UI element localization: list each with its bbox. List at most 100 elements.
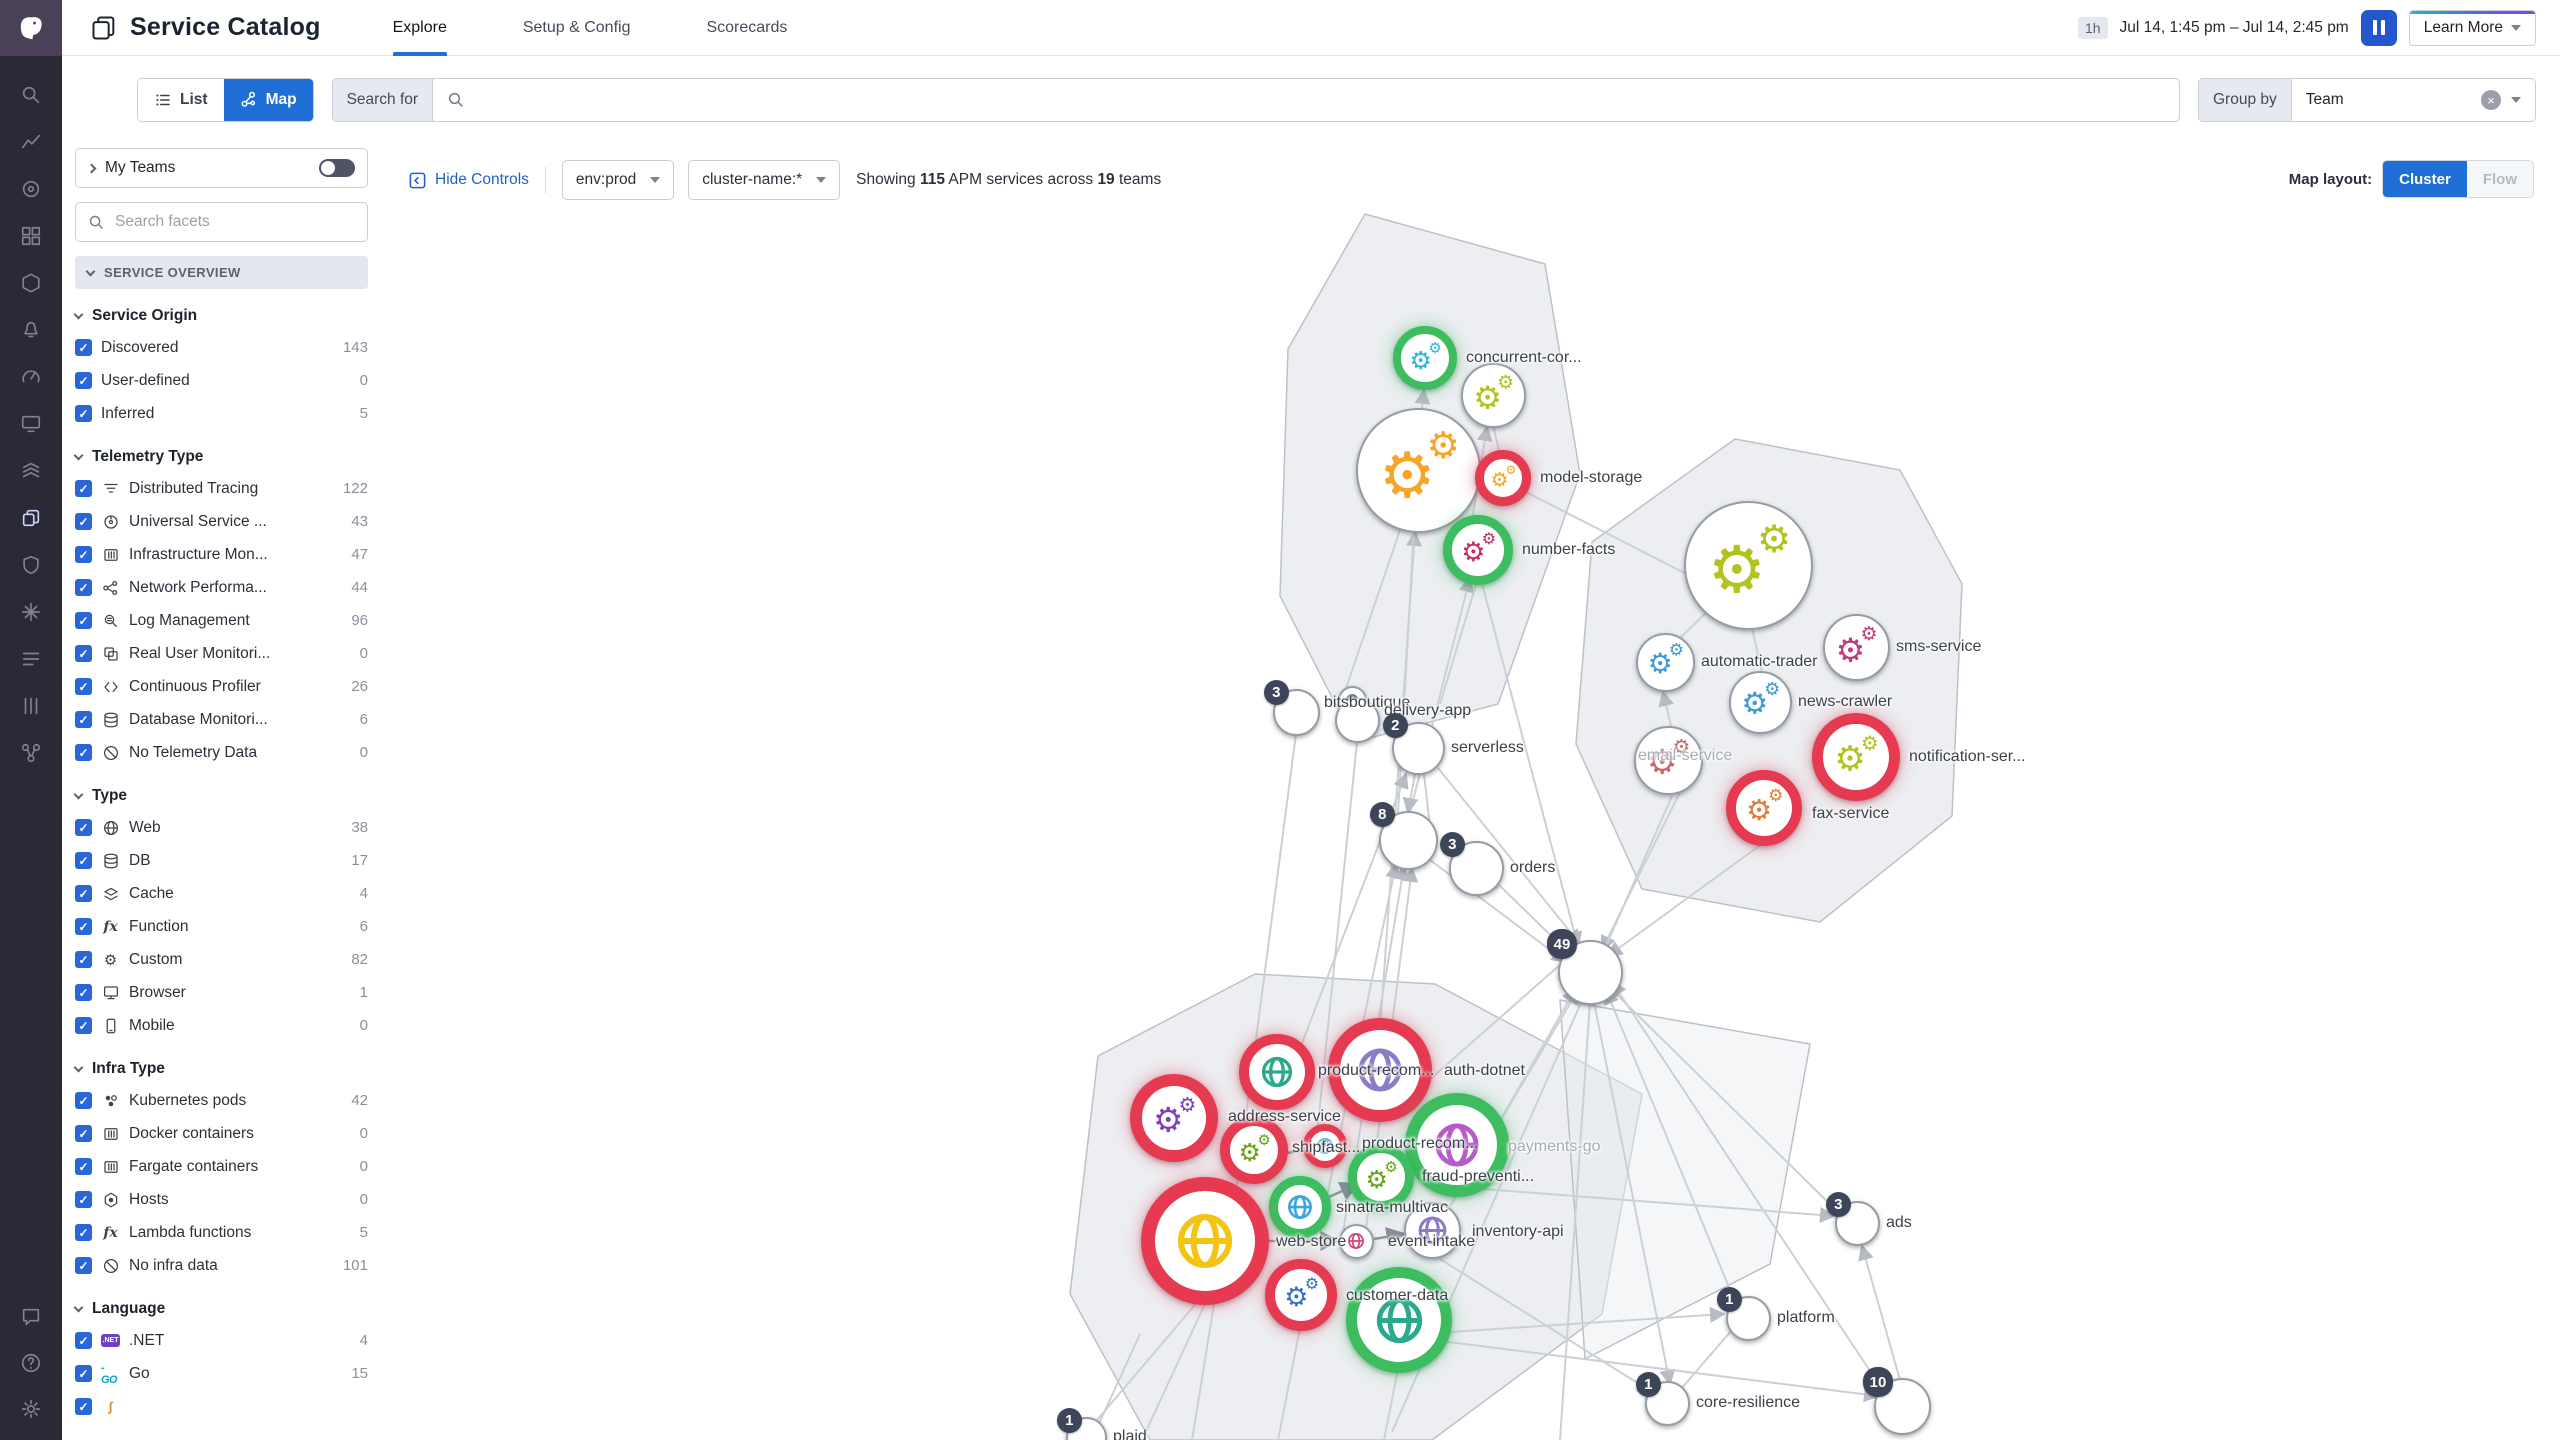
service-node-small-blue-globe[interactable]	[1303, 1124, 1347, 1168]
service-node-sinatra-multivac[interactable]	[1269, 1176, 1331, 1238]
service-node-model-storage[interactable]: ⚙⚙	[1475, 450, 1531, 506]
my-teams-toggle-box[interactable]: My Teams	[75, 148, 368, 188]
facet-section-title[interactable]: Service Origin	[73, 307, 368, 325]
pause-button[interactable]	[2360, 9, 2397, 46]
logs-icon[interactable]	[18, 646, 44, 672]
facet-row-network-performa-[interactable]: ✓Network Performa...44	[75, 571, 368, 604]
checkbox-checked[interactable]: ✓	[75, 513, 92, 530]
facet-section-title[interactable]: Language	[73, 1300, 368, 1318]
search-icon[interactable]	[18, 82, 44, 108]
checkbox-checked[interactable]: ✓	[75, 1257, 92, 1274]
view-list-button[interactable]: List	[138, 79, 224, 121]
service-node-notification-ser[interactable]: ⚙⚙	[1812, 713, 1900, 801]
checkbox-checked[interactable]: ✓	[75, 852, 92, 869]
checkbox-checked[interactable]: ✓	[75, 1158, 92, 1175]
software-delivery-icon[interactable]	[18, 458, 44, 484]
filter-select-cluster-name-[interactable]: cluster-name:*	[688, 160, 841, 200]
watchdog-icon[interactable]	[18, 176, 44, 202]
service-node-big-green-globe[interactable]	[1346, 1267, 1452, 1373]
checkbox-checked[interactable]: ✓	[75, 339, 92, 356]
service-node-automatic-trader[interactable]: ⚙⚙	[1635, 632, 1695, 692]
checkbox-checked[interactable]: ✓	[75, 1092, 92, 1109]
service-node-event-intake[interactable]	[1403, 1201, 1461, 1259]
service-node-shipfast[interactable]: ⚙⚙	[1220, 1116, 1288, 1184]
service-node-product-recom-1[interactable]	[1239, 1034, 1315, 1110]
checkbox-checked[interactable]: ✓	[75, 819, 92, 836]
chat-icon[interactable]	[18, 1304, 44, 1330]
service-node-big-lime-gears[interactable]: ⚙⚙	[1683, 500, 1813, 630]
service-node-sms-service[interactable]: ⚙⚙	[1822, 613, 1890, 681]
checkbox-checked[interactable]: ✓	[75, 372, 92, 389]
service-node-concurrent-cor[interactable]: ⚙⚙	[1393, 326, 1457, 390]
checkbox-checked[interactable]: ✓	[75, 480, 92, 497]
checkbox-checked[interactable]: ✓	[75, 1191, 92, 1208]
checkbox-checked[interactable]: ✓	[75, 678, 92, 695]
llm-observability-icon[interactable]	[18, 599, 44, 625]
checkbox-checked[interactable]: ✓	[75, 744, 92, 761]
checkbox-checked[interactable]: ✓	[75, 612, 92, 629]
service-catalog-icon[interactable]	[18, 505, 44, 531]
checkbox-checked[interactable]: ✓	[75, 1017, 92, 1034]
search-input[interactable]	[475, 91, 2165, 109]
service-node-number-facts[interactable]: ⚙⚙	[1443, 515, 1513, 585]
service-node-delivery-app[interactable]	[1334, 697, 1380, 743]
apm-icon[interactable]	[18, 364, 44, 390]
facet-section-title[interactable]: Infra Type	[73, 1060, 368, 1078]
monitors-icon[interactable]	[18, 317, 44, 343]
facet-search-input[interactable]	[115, 213, 355, 231]
service-node-big-orange-gears[interactable]: ⚙⚙	[1355, 407, 1481, 533]
datadog-logo[interactable]	[0, 0, 62, 56]
group-by-select[interactable]: Team ×	[2292, 79, 2535, 121]
checkbox-checked[interactable]: ✓	[75, 1398, 92, 1415]
infrastructure-icon[interactable]	[18, 270, 44, 296]
facet-row-database-monitori-[interactable]: ✓Database Monitori...6	[75, 703, 368, 736]
settings-icon[interactable]	[18, 1396, 44, 1422]
workflows-icon[interactable]	[18, 740, 44, 766]
checkbox-checked[interactable]: ✓	[75, 1365, 92, 1382]
checkbox-checked[interactable]: ✓	[75, 984, 92, 1001]
pipelines-icon[interactable]	[18, 693, 44, 719]
layout-flow-button[interactable]: Flow	[2466, 161, 2533, 197]
checkbox-checked[interactable]: ✓	[75, 885, 92, 902]
service-node-serverless[interactable]	[1391, 721, 1445, 775]
service-node-web-store[interactable]	[1141, 1177, 1269, 1305]
checkbox-checked[interactable]: ✓	[75, 546, 92, 563]
service-node-product-recom-2[interactable]	[1405, 1093, 1509, 1197]
checkbox-checked[interactable]: ✓	[75, 579, 92, 596]
service-node-news-crawler[interactable]: ⚙⚙	[1728, 670, 1792, 734]
digital-experience-icon[interactable]	[18, 411, 44, 437]
facet-section-title[interactable]: Telemetry Type	[73, 448, 368, 466]
service-node-email-service[interactable]: ⚙⚙	[1633, 725, 1703, 795]
time-range-text[interactable]: Jul 14, 1:45 pm – Jul 14, 2:45 pm	[2119, 18, 2349, 36]
security-icon[interactable]	[18, 552, 44, 578]
service-node-lime-gears[interactable]: ⚙⚙	[1460, 362, 1526, 428]
help-icon[interactable]	[18, 1350, 44, 1376]
checkbox-checked[interactable]: ✓	[75, 645, 92, 662]
layout-cluster-button[interactable]: Cluster	[2383, 161, 2467, 197]
clear-icon[interactable]: ×	[2481, 90, 2501, 110]
facet-row-universal-service-[interactable]: ✓Universal Service ...43	[75, 505, 368, 538]
service-node-fax-service[interactable]: ⚙⚙	[1726, 770, 1802, 846]
checkbox-checked[interactable]: ✓	[75, 1332, 92, 1349]
checkbox-checked[interactable]: ✓	[75, 918, 92, 935]
hide-controls-button[interactable]: Hide Controls	[408, 171, 529, 190]
facet-section-title[interactable]: Type	[73, 787, 368, 805]
checkbox-checked[interactable]: ✓	[75, 405, 92, 422]
checkbox-checked[interactable]: ✓	[75, 1224, 92, 1241]
